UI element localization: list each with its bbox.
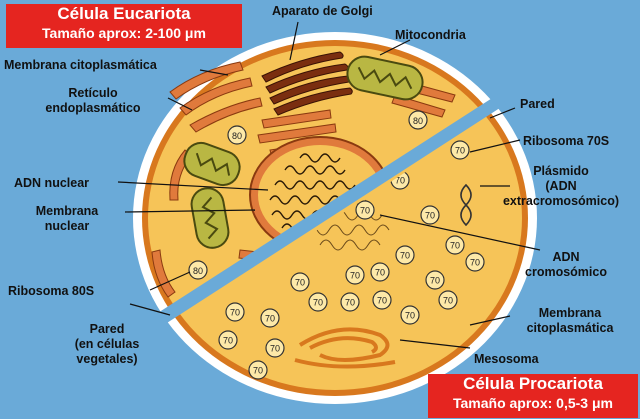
ribosome-70s-text: 70 [405, 311, 415, 321]
label-mitochondria: Mitocondria [395, 28, 466, 42]
ribosome-70s-text: 70 [395, 176, 405, 186]
label-chromosomal-dna: ADN cromosómico [506, 250, 626, 280]
label-nuclear-membrane: Membrana nuclear [12, 204, 122, 234]
label-plasmid-line1: Plásmido [533, 164, 589, 178]
eukaryote-title-box: Célula Eucariota Tamaño aprox: 2-100 μm [6, 4, 242, 48]
prokaryote-title-box: Célula Procariota Tamaño aprox: 0,5-3 μm [428, 374, 638, 418]
mesosome [294, 327, 396, 369]
plasmid [460, 183, 472, 227]
ribosome-70s-text: 70 [313, 298, 323, 308]
division-gap [150, 93, 506, 330]
ribosome-70s-text: 70 [377, 296, 387, 306]
golgi-apparatus [261, 51, 353, 116]
ribosome-70s-circle [308, 292, 328, 312]
label-membrane: Membrana citoplasmática [4, 58, 157, 72]
label-pro-membrane: Membrana citoplasmática [500, 306, 640, 336]
label-pro-wall: Pared [520, 97, 555, 111]
ribosome-70s-text: 70 [345, 298, 355, 308]
ribosome-70s-text: 70 [253, 366, 263, 376]
ribosome-70s-text: 70 [223, 336, 233, 346]
ribosome-70s-text: 70 [360, 206, 370, 216]
ribosome-80s: 80 80 80 [188, 110, 428, 280]
ribosome-70s-circle [425, 270, 445, 290]
label-golgi: Aparato de Golgi [272, 4, 373, 18]
ribosome-70s-text: 70 [375, 268, 385, 278]
leader-lines [117, 21, 541, 349]
ribosome-70s-circle [218, 330, 238, 350]
label-ribosome-80s: Ribosoma 80S [8, 284, 95, 298]
ribosome-70s-circle [372, 290, 392, 310]
ribosome-70s-circle [438, 290, 458, 310]
label-plant-wall-line3: vegetales) [76, 352, 138, 366]
label-pro-membrane-line2: citoplasmática [526, 321, 614, 335]
label-plant-wall-line2: (en células [74, 337, 140, 351]
label-plasmid-line2: (ADN [545, 179, 577, 193]
ribosome-70s-circle [395, 245, 415, 265]
label-mesosome: Mesosoma [474, 352, 539, 366]
eukaryote-title: Célula Eucariota [57, 4, 191, 23]
ribosome-70s-circle [225, 302, 245, 322]
eukaryote-size: Tamaño aprox: 2-100 μm [42, 25, 206, 41]
ribosome-80s-text: 80 [232, 131, 242, 141]
ribosome-70s-circle [465, 252, 485, 272]
label-plasmid-line3: extracromosómico) [502, 194, 619, 208]
ribosome-70s-text: 70 [455, 146, 465, 156]
ribosome-70s-text: 70 [443, 296, 453, 306]
ribosome-70s-circle [290, 272, 310, 292]
label-plasmid: Plásmido (ADN extracromosómico) [486, 164, 636, 209]
prokaryote-size: Tamaño aprox: 0,5-3 μm [452, 395, 613, 411]
ribosome-70s-text: 70 [230, 308, 240, 318]
ribosome-70s-circle [345, 265, 365, 285]
label-er-line2: endoplasmático [45, 101, 141, 115]
ribosome-70s-text: 70 [270, 344, 280, 354]
label-nuclear-dna: ADN nuclear [14, 176, 90, 190]
ribosome-70s-circle [340, 292, 360, 312]
ribosome-70s-circle [450, 140, 470, 160]
label-er-line1: Retículo [68, 86, 118, 100]
ribosome-70s-circle [355, 200, 375, 220]
ribosome-70s-circle [370, 262, 390, 282]
ribosome-70s-circle [445, 235, 465, 255]
ribosome-70s-circle [420, 205, 440, 225]
ribosome-70s-text: 70 [265, 314, 275, 324]
ribosome-70s-text: 70 [470, 258, 480, 268]
label-chromosomal-dna-line2: cromosómico [525, 265, 607, 279]
label-pro-membrane-line1: Membrana [538, 306, 602, 320]
ribosome-70s-text: 70 [425, 211, 435, 221]
ribosome-70s-text: 70 [400, 251, 410, 261]
ribosome-80s-text: 80 [193, 266, 203, 276]
ribosome-70s-circle [265, 338, 285, 358]
ribosome-80s-text: 80 [413, 116, 423, 126]
label-nuclear-membrane-line2: nuclear [44, 219, 90, 233]
label-nuclear-membrane-line1: Membrana [35, 204, 99, 218]
ribosome-70s-text: 70 [430, 276, 440, 286]
label-ribosome-70s: Ribosoma 70S [523, 134, 610, 148]
ribosome-70s-text: 70 [450, 241, 460, 251]
ribosome-70s-circle [248, 360, 268, 380]
mitochondria [183, 55, 424, 249]
ribosome-70s-text: 70 [295, 278, 305, 288]
ribosome-70s-text: 70 [350, 271, 360, 281]
ribosome-70s-circle [400, 305, 420, 325]
label-chromosomal-dna-line1: ADN [552, 250, 580, 264]
ribosome-70s-circle [260, 308, 280, 328]
label-er: Retículo endoplasmático [28, 86, 158, 116]
prokaryote-title: Célula Procariota [463, 374, 603, 393]
label-plant-wall-line1: Pared [89, 322, 125, 336]
label-plant-wall: Pared (en células vegetales) [52, 322, 162, 367]
